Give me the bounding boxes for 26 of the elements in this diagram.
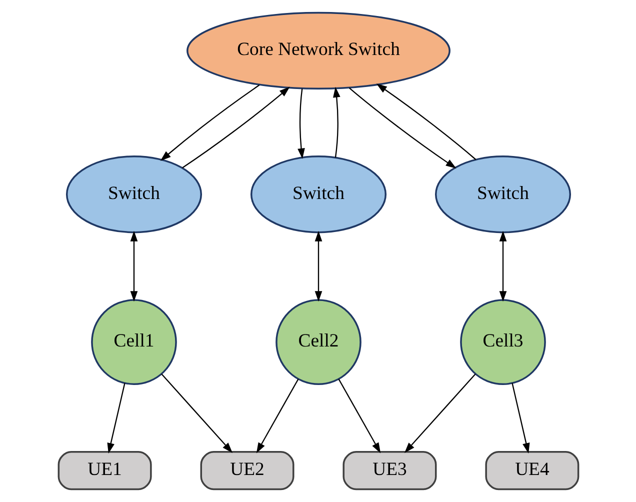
- node-ellipse: Core Network Switch: [186, 12, 450, 90]
- node-ellipse: Switch: [250, 156, 386, 234]
- node-box: UE2: [200, 450, 294, 490]
- arrow: [338, 378, 380, 454]
- arrow: [106, 383, 125, 454]
- arrow: [314, 230, 322, 302]
- arrow: [332, 86, 340, 158]
- node-box: UE3: [342, 450, 436, 490]
- node-box: UE4: [484, 450, 579, 490]
- node-box: UE1: [57, 450, 152, 490]
- arrow: [160, 84, 260, 161]
- arrow: [256, 378, 298, 454]
- node-ellipse: Switch: [65, 156, 202, 234]
- node-circle: Cell2: [275, 299, 361, 385]
- node-circle: Cell3: [460, 299, 546, 385]
- arrow: [297, 88, 304, 159]
- arrow: [498, 230, 506, 302]
- arrow: [160, 374, 232, 453]
- arrow: [404, 374, 476, 453]
- arrow: [376, 84, 476, 160]
- node-ellipse: Switch: [434, 156, 571, 234]
- arrow: [511, 383, 530, 454]
- node-circle: Cell1: [90, 299, 176, 385]
- arrow: [182, 86, 290, 168]
- arrow: [130, 230, 138, 302]
- arrow: [348, 87, 456, 168]
